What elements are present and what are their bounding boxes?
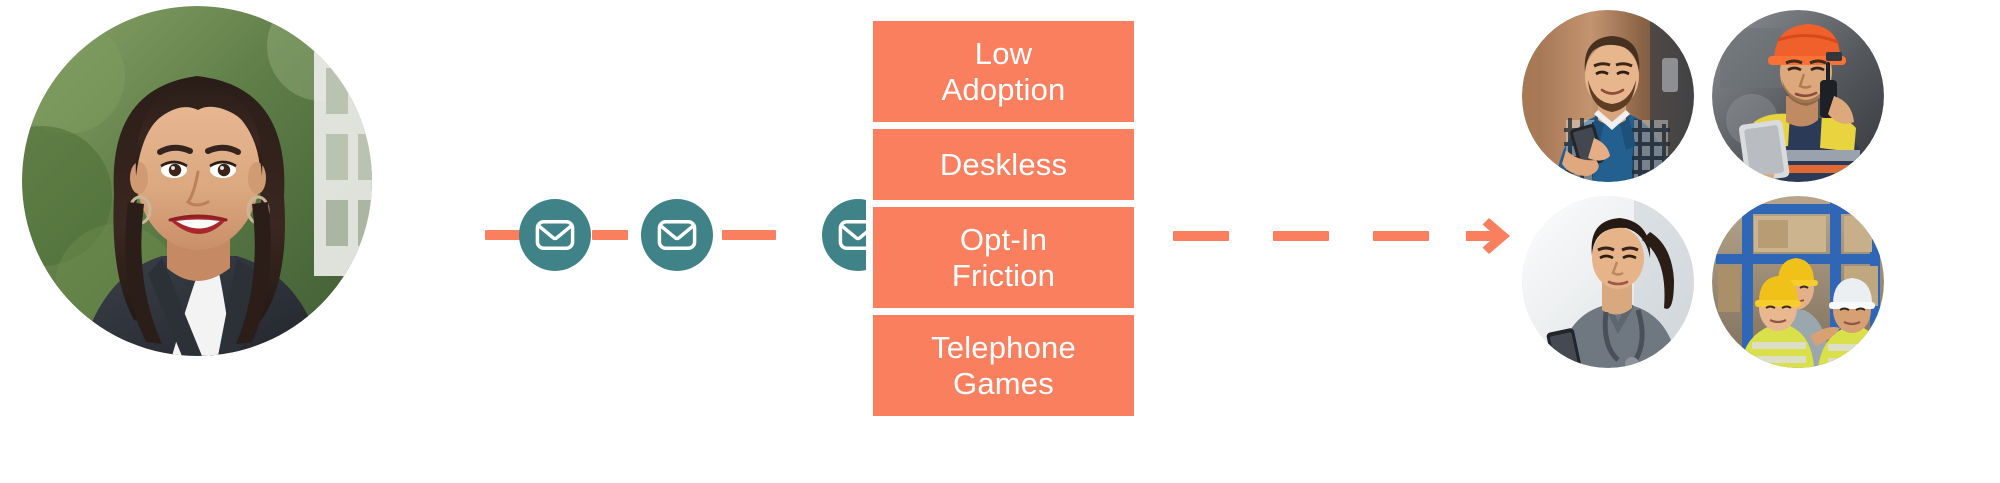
- barrier-card-deskless[interactable]: Deskless: [873, 129, 1134, 200]
- barrier-label: Deskless: [939, 146, 1068, 182]
- connector-dash-left-2: [592, 230, 628, 240]
- worker-plaid-shirt-image: [1522, 10, 1694, 182]
- barrier-label-line1: Opt-In: [959, 221, 1048, 257]
- barrier-card-low-adoption[interactable]: Low Adoption: [873, 21, 1134, 122]
- audience-avatar-tradesperson: [1522, 10, 1694, 182]
- barrier-label-line2: Adoption: [941, 71, 1066, 107]
- connector-dash-right-1: [1173, 231, 1229, 241]
- arrow-right-icon: [1466, 212, 1514, 260]
- connector-dash-left-1: [485, 230, 521, 240]
- barrier-label-line1: Telephone: [931, 329, 1076, 365]
- envelope-icon: [535, 220, 575, 250]
- barrier-label: Telephone Games: [931, 330, 1076, 401]
- envelope-icon: [657, 220, 697, 250]
- audience-avatar-construction-worker: [1712, 10, 1884, 182]
- barrier-card-telephone-games[interactable]: Telephone Games: [873, 315, 1134, 416]
- barrier-label: Opt-In Friction: [952, 222, 1055, 293]
- mail-node-1: [519, 199, 591, 271]
- audience-avatar-warehouse-team: [1712, 196, 1884, 368]
- audience-avatar-healthcare-worker: [1522, 196, 1694, 368]
- worker-nurse-image: [1522, 196, 1694, 368]
- mail-node-2: [641, 199, 713, 271]
- barrier-label-line1: Low: [974, 35, 1033, 71]
- barriers-stack: Low Adoption Deskless Opt-In Friction Te…: [866, 14, 1141, 462]
- manager-portrait-image: [22, 6, 372, 356]
- arrow-right-glyph: [1466, 218, 1510, 254]
- connector-dash-right-2: [1273, 231, 1329, 241]
- manager-portrait-avatar: [22, 6, 372, 356]
- barrier-label-line2: Friction: [951, 257, 1056, 293]
- barrier-card-opt-in-friction[interactable]: Opt-In Friction: [873, 207, 1134, 308]
- barrier-label-line2: Games: [953, 365, 1054, 401]
- worker-hard-hat-image: [1712, 10, 1884, 182]
- barrier-label: Low Adoption: [942, 36, 1066, 107]
- connector-dash-right-3: [1373, 231, 1429, 241]
- worker-warehouse-team-image: [1712, 196, 1884, 368]
- connector-dash-left-3: [722, 230, 776, 240]
